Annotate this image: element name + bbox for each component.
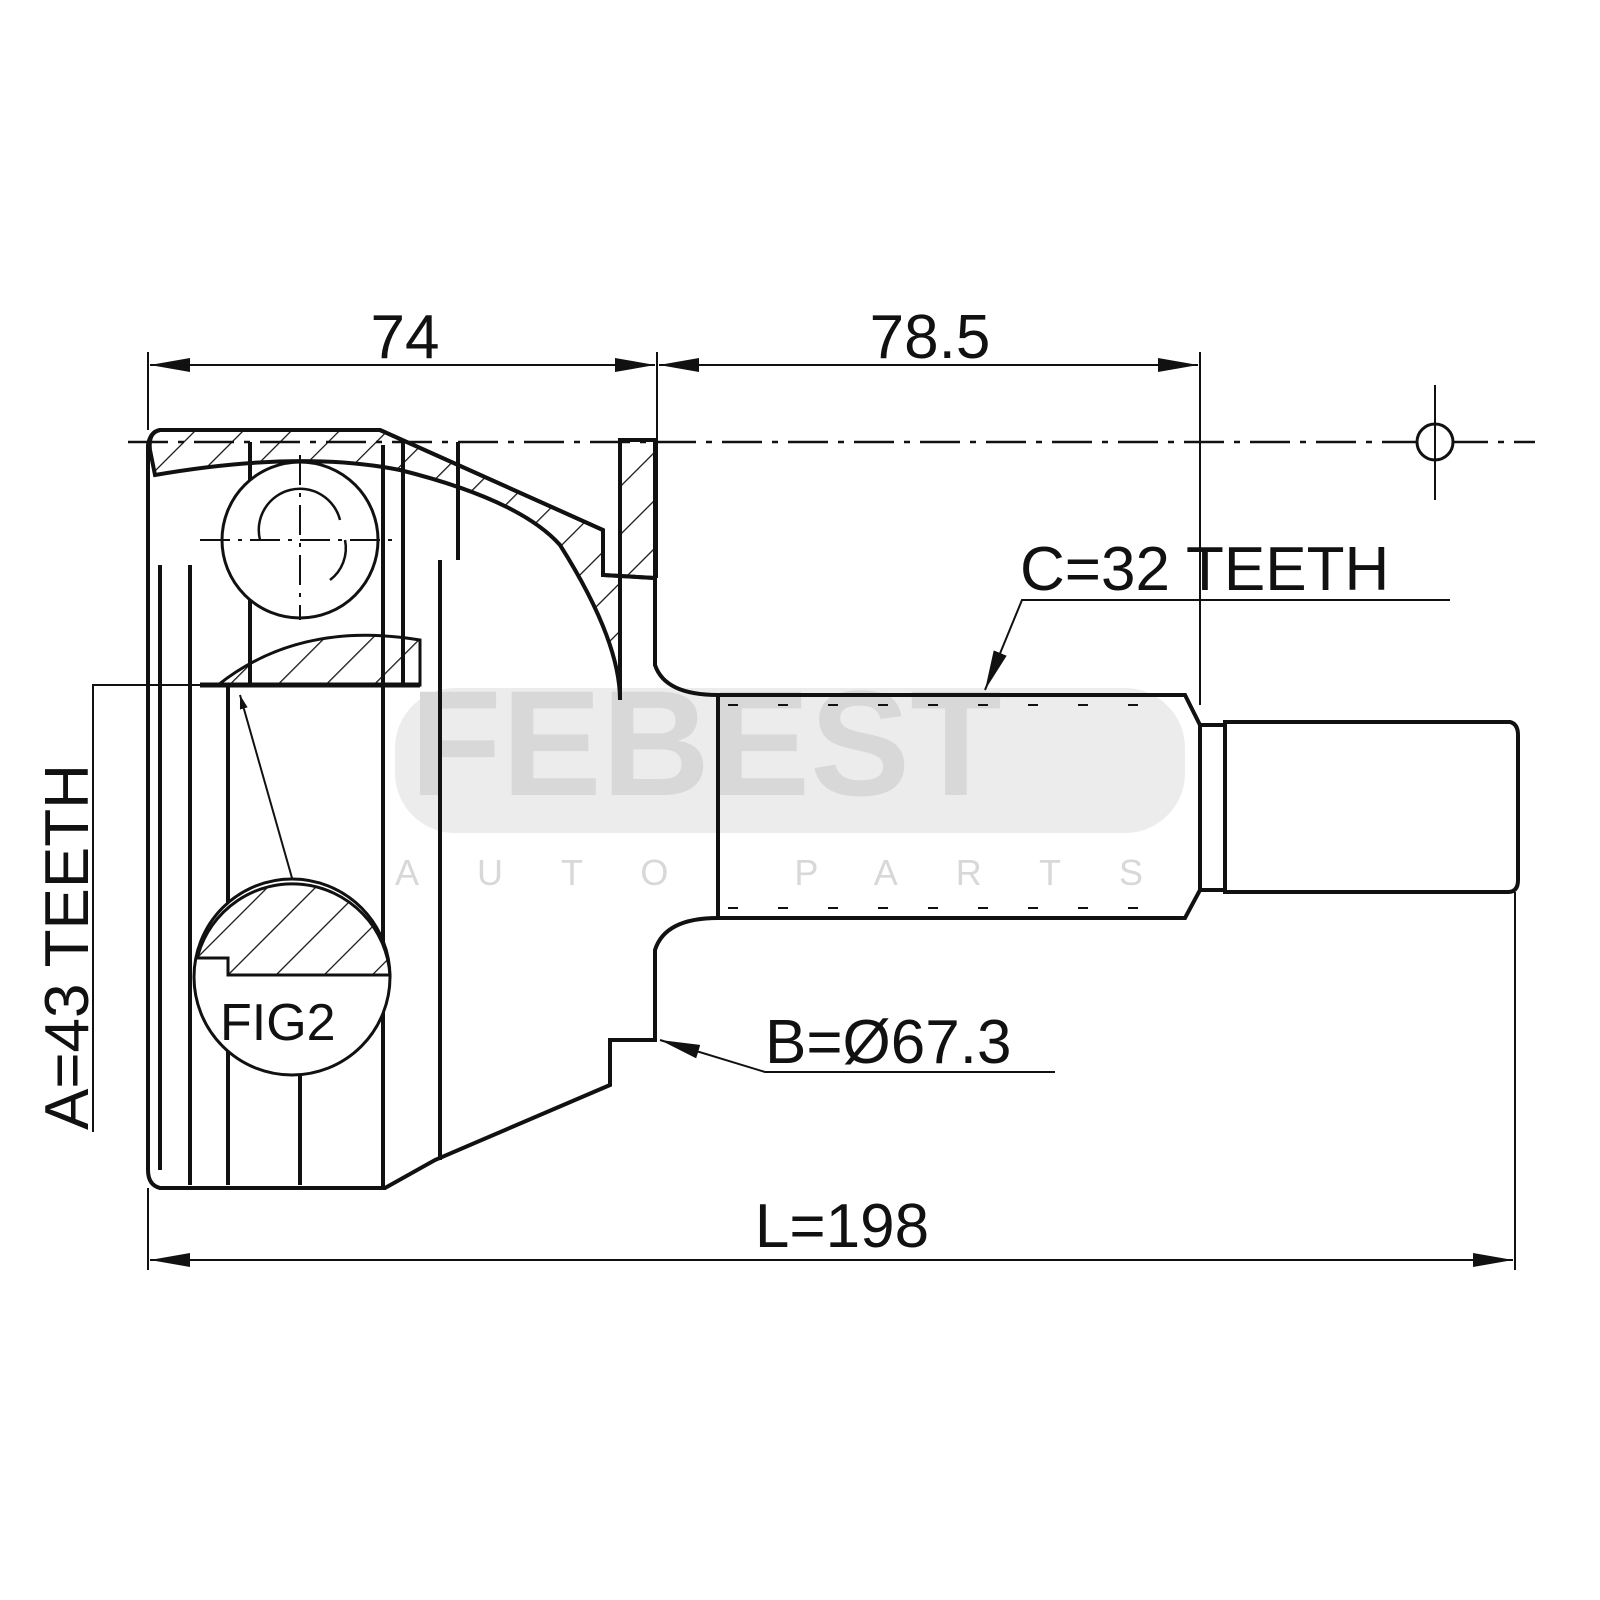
fig2-label: FIG2 (220, 994, 336, 1052)
watermark-brand: FEBEST (410, 659, 1002, 827)
dim-shaft-teeth: C=32 TEETH (1020, 535, 1389, 604)
dim-seal-diameter: B=Ø67.3 (765, 1008, 1011, 1077)
housing-outline (146, 428, 1520, 1190)
dim-outer-teeth: A=43 TEETH (33, 764, 102, 1130)
pin-hole (1415, 385, 1455, 500)
watermark: FEBEST AUTO PARTS (395, 659, 1201, 893)
fig2-detail: FIG2 (192, 694, 392, 1077)
dim-74: 74 (371, 303, 440, 372)
ball-detail (200, 455, 400, 620)
dimension-lines (92, 352, 1516, 1270)
watermark-tagline: AUTO PARTS (395, 852, 1201, 893)
dim-78-5: 78.5 (870, 303, 991, 372)
dim-total-length: L=198 (755, 1192, 929, 1261)
